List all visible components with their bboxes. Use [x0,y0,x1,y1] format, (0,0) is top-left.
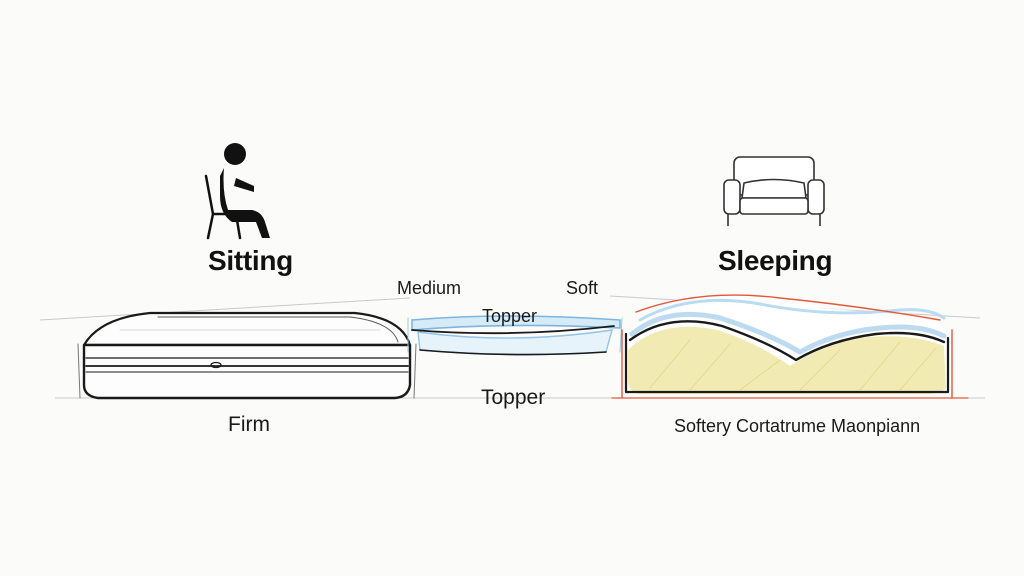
soft-mattress [611,294,969,399]
heading-sitting: Sitting [208,245,293,276]
topper-layers [407,315,623,356]
label-topper-lower: Topper [481,386,546,409]
firm-mattress [77,311,417,400]
label-caption-right: Softery Cortatrume Maonpiann [674,416,921,436]
heading-sleeping: Sleeping [718,245,833,276]
armchair-icon [723,156,825,226]
seated-person-icon [204,143,270,240]
label-soft: Soft [566,278,599,298]
label-medium: Medium [397,278,462,298]
label-firm: Firm [228,413,270,436]
label-topper-upper: Topper [482,306,538,326]
